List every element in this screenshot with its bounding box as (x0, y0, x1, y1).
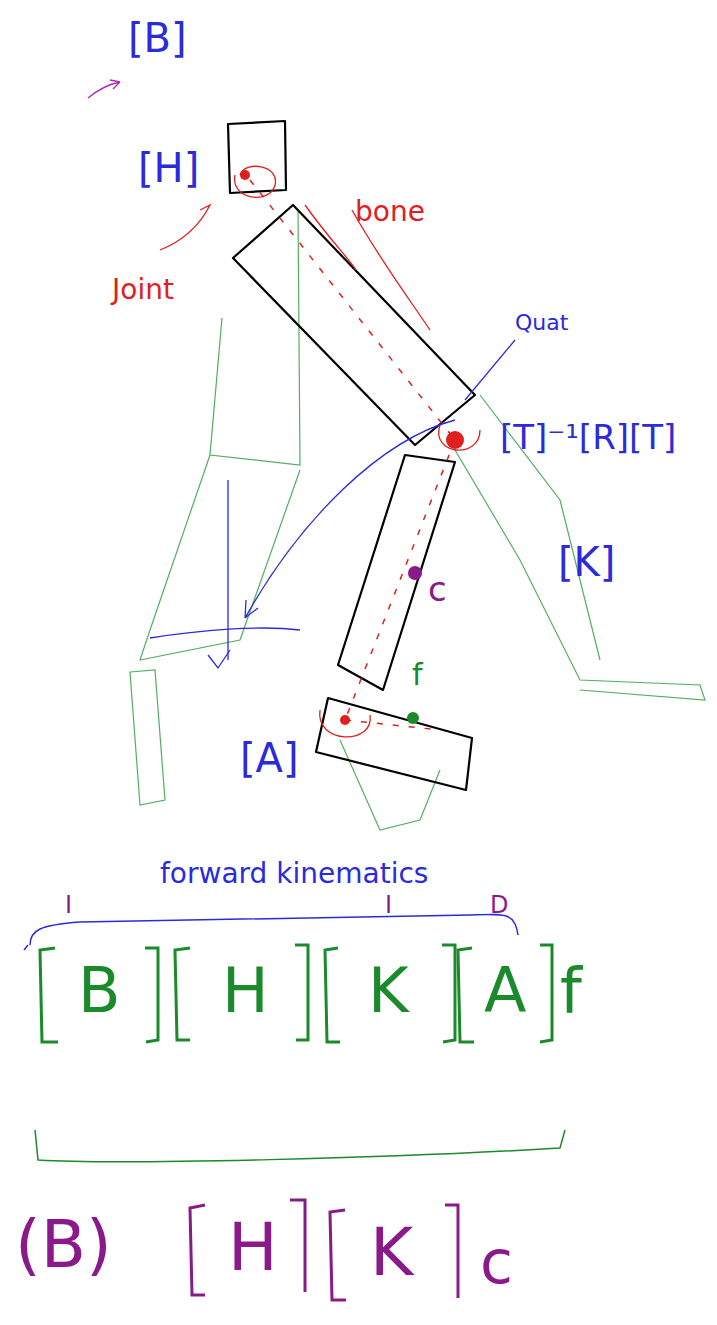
annotation: I (385, 893, 392, 917)
equation-term: A (484, 960, 526, 1022)
equation-term: H (228, 1215, 278, 1281)
matrix-expression: [T]⁻¹[R][T] (500, 420, 676, 454)
matrix-label: [B] (128, 18, 187, 58)
brace-label: forward kinematics (160, 860, 428, 888)
equation-term: (B) (15, 1212, 112, 1278)
point-name: c (428, 572, 447, 606)
part-name: bone (355, 198, 425, 226)
equation-term: K (368, 960, 409, 1022)
part-name: Joint (112, 276, 174, 304)
annotation: I (65, 893, 72, 917)
matrix-label: [K] (558, 542, 615, 582)
annotation: D (490, 893, 508, 917)
equation-term: H (222, 960, 269, 1022)
matrix-label: [A] (240, 738, 299, 778)
part-name: Quat (515, 312, 568, 334)
equation-term: K (370, 1220, 413, 1286)
equation-term: c (480, 1232, 513, 1292)
point-name: f (412, 660, 423, 690)
matrix-label: [H] (138, 148, 199, 188)
equation-term: B (78, 960, 121, 1022)
equation-term: f (560, 960, 582, 1022)
